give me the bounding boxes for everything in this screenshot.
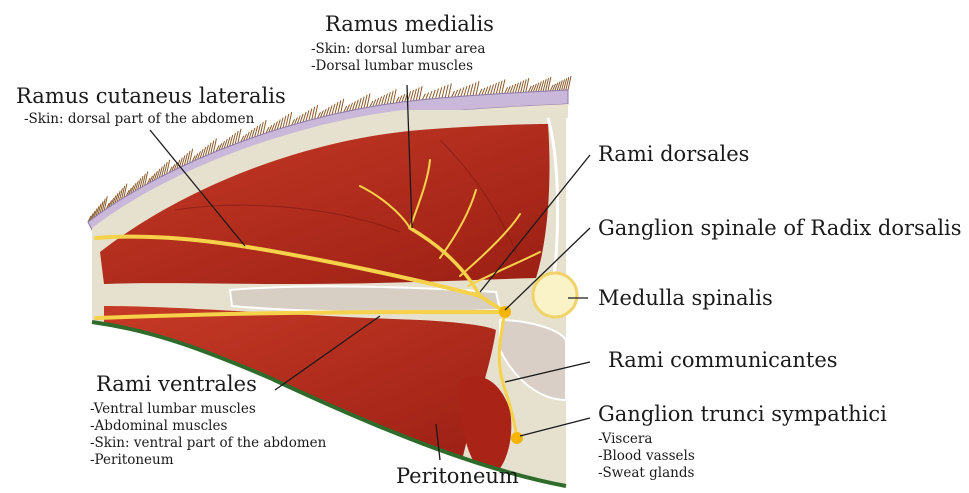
rami-ventrales-title: Rami ventrales — [96, 374, 326, 395]
hair-strand — [426, 92, 429, 99]
rami-ventrales-note: -Peritoneum — [90, 452, 326, 469]
hair-strand — [379, 96, 382, 105]
hair-strand — [402, 94, 405, 102]
hair-strand — [358, 98, 361, 109]
ramus-medialis-title: Ramus medialis — [325, 14, 494, 35]
hair-strand — [464, 86, 467, 96]
hair-strand — [436, 89, 439, 99]
hair-strand — [376, 98, 379, 106]
hair-strand — [439, 87, 442, 98]
ramus-medialis-label: Ramus medialis -Skin: dorsal lumbar area… — [325, 14, 494, 75]
hair-strand — [476, 81, 479, 95]
hair-strand — [382, 95, 385, 105]
hair-strand — [455, 90, 458, 97]
hair-strand — [442, 86, 445, 98]
hair-strand — [326, 107, 329, 116]
ramus-medialis-note: -Skin: dorsal lumbar area — [311, 41, 494, 58]
hair-strand — [352, 101, 355, 110]
ramus-medialis-note: -Dorsal lumbar muscles — [311, 58, 494, 75]
hair-strand — [461, 87, 464, 96]
hair-strand — [448, 83, 451, 97]
hair-strand — [458, 89, 461, 97]
ganglion-trunci-dot — [511, 432, 523, 444]
hair-strand — [479, 89, 482, 95]
rami-ventrales-label: Rami ventrales -Ventral lumbar muscles -… — [96, 374, 326, 469]
hair-strand — [485, 87, 488, 95]
hair-strand — [306, 110, 309, 121]
hair-strand — [432, 90, 435, 99]
rami-ventrales-note: -Abdominal muscles — [90, 418, 326, 435]
hair-strand — [329, 105, 332, 115]
rami-dorsales-label: Rami dorsales — [598, 144, 749, 165]
hair-strand — [482, 88, 485, 95]
ramus-cutaneus-note: -Skin: dorsal part of the abdomen — [24, 111, 286, 128]
ganglion-trunci-label: Ganglion trunci sympathici -Viscera -Blo… — [598, 404, 887, 482]
hair-strand — [303, 112, 306, 122]
hair-strand — [332, 104, 335, 115]
medulla-spinalis-shape — [533, 273, 577, 317]
rami-ventrales-note: -Skin: ventral part of the abdomen — [90, 435, 326, 452]
ganglion-spinale-label: Ganglion spinale of Radix dorsalis — [598, 218, 962, 239]
hair-strand — [213, 139, 216, 153]
rami-ventrales-note: -Ventral lumbar muscles — [90, 401, 326, 418]
rami-communicantes-label: Rami communicantes — [608, 350, 838, 371]
peritoneum-label: Peritoneum — [396, 466, 519, 487]
hair-strand — [355, 100, 358, 110]
hair-strand — [396, 97, 399, 103]
hair-strand — [467, 85, 470, 96]
hair-strand — [349, 103, 352, 111]
hair-strand — [399, 95, 402, 102]
hair-strand — [473, 82, 476, 95]
ganglion-trunci-note: -Blood vassels — [598, 448, 887, 465]
hair-strand — [445, 85, 448, 98]
hair-strand — [373, 99, 376, 106]
hair-strand — [309, 108, 312, 120]
medulla-spinalis-label: Medulla spinalis — [598, 288, 773, 309]
hair-strand — [429, 91, 432, 99]
ganglion-spinale-dot — [499, 306, 511, 318]
ramus-cutaneus-lateralis-label: Ramus cutaneus lateralis -Skin: dorsal p… — [16, 86, 286, 128]
hair-strand — [470, 84, 473, 96]
ganglion-trunci-note: -Viscera — [598, 431, 887, 448]
hair-strand — [452, 91, 455, 97]
hair-strand — [422, 94, 425, 100]
ganglion-trunci-note: -Sweat glands — [598, 465, 887, 482]
ganglion-trunci-title: Ganglion trunci sympathici — [598, 404, 887, 425]
ramus-cutaneus-lateralis-title: Ramus cutaneus lateralis — [16, 86, 286, 107]
